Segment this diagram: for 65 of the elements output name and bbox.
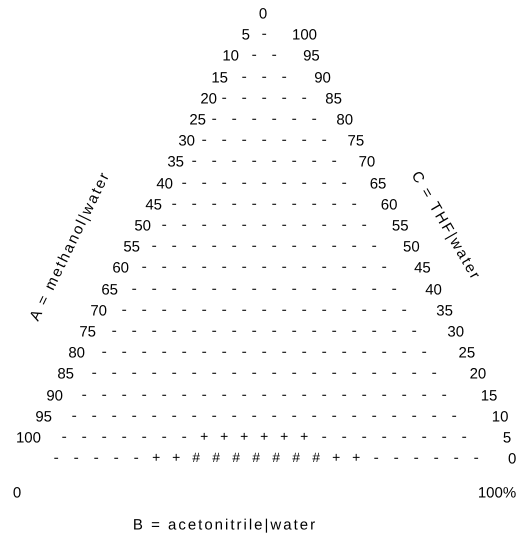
axis-end-label: 0 [12,486,22,500]
axis-end-label: 100% [478,486,516,500]
grid-marks: - - - - - - - - - - - - - [140,261,390,276]
tick-label: 20 [470,366,486,382]
grid-marks: - - - - - - - - - - - [160,219,370,233]
tick-label: 85 [57,366,74,382]
tick-label: 5 [242,28,250,43]
tick-label: 65 [370,176,386,192]
tick-label: 20 [200,91,217,106]
tick-label: 90 [46,388,63,404]
grid-marks: - - - - - + + # # # # # # # + + - - - - - - [52,452,482,466]
tick-label: 90 [314,70,331,86]
tick-label: 25 [458,346,476,361]
grid-marks: - - - - - - - - [190,155,340,170]
tick-label: 60 [112,260,129,276]
tick-label: 95 [35,409,52,424]
grid-marks: - - - - - - - - - - - - - - - - [110,325,420,339]
grid-marks: - - - - - - - - - - [170,198,360,212]
tick-label: 50 [403,240,420,255]
tick-label: 55 [392,218,409,234]
tick-label: 30 [178,134,195,149]
grid-marks: - - - - - - - - - [180,176,350,191]
tick-label: 95 [303,48,320,64]
tick-label: 100 [292,28,318,43]
tick-label: 35 [436,303,453,318]
tick-label: 40 [156,176,173,192]
grid-marks: - - - - - - - - - - - - [150,240,380,254]
tick-label: 75 [79,324,96,340]
tick-label: 15 [211,70,228,86]
tick-label: 55 [123,240,140,255]
axis-title: B = acetonitrile|water [132,518,318,532]
grid-marks: - [260,28,270,42]
tick-label: 80 [336,112,354,128]
grid-marks: - - - - - - - + + + + + + - - - - - - - - [60,431,470,445]
tick-label: 70 [90,303,107,318]
tick-label: 0 [258,6,268,22]
tick-label: 60 [380,197,398,212]
tick-label: 35 [167,154,184,170]
tick-label: 45 [145,197,162,212]
tick-label: 30 [447,324,464,340]
grid-marks: - - [250,49,280,64]
grid-marks: - - - [240,70,290,85]
tick-label: 100 [16,430,41,446]
grid-marks: - - - - - - - - - - - - - - - - - - - - [70,410,460,424]
tick-label: 75 [348,134,364,149]
tick-label: 85 [325,91,342,106]
grid-marks: - - - - - - - [200,134,330,148]
grid-marks: - - - - - [220,92,310,106]
tick-label: 15 [480,388,498,404]
tick-label: 10 [222,48,239,64]
tick-label: 10 [492,409,508,424]
tick-label: 70 [358,154,376,170]
tick-label: 5 [502,430,512,446]
tick-label: 80 [68,346,85,361]
tick-label: 25 [189,112,206,128]
grid-marks: - - - - - - - - - - - - - - - [120,304,410,318]
grid-marks: - - - - - - - - - - - - - - - - - - [90,367,440,382]
grid-marks: - - - - - - - - - - - - - - - - - [100,346,430,360]
tick-label: 0 [508,452,516,467]
tick-label: 50 [134,218,151,234]
grid-marks: - - - - - - [210,113,320,127]
tick-label: 45 [414,260,431,276]
grid-marks: - - - - - - - - - - - - - - [130,282,400,297]
grid-marks: - - - - - - - - - - - - - - - - - - - [80,388,450,403]
tick-label: 40 [425,282,442,298]
